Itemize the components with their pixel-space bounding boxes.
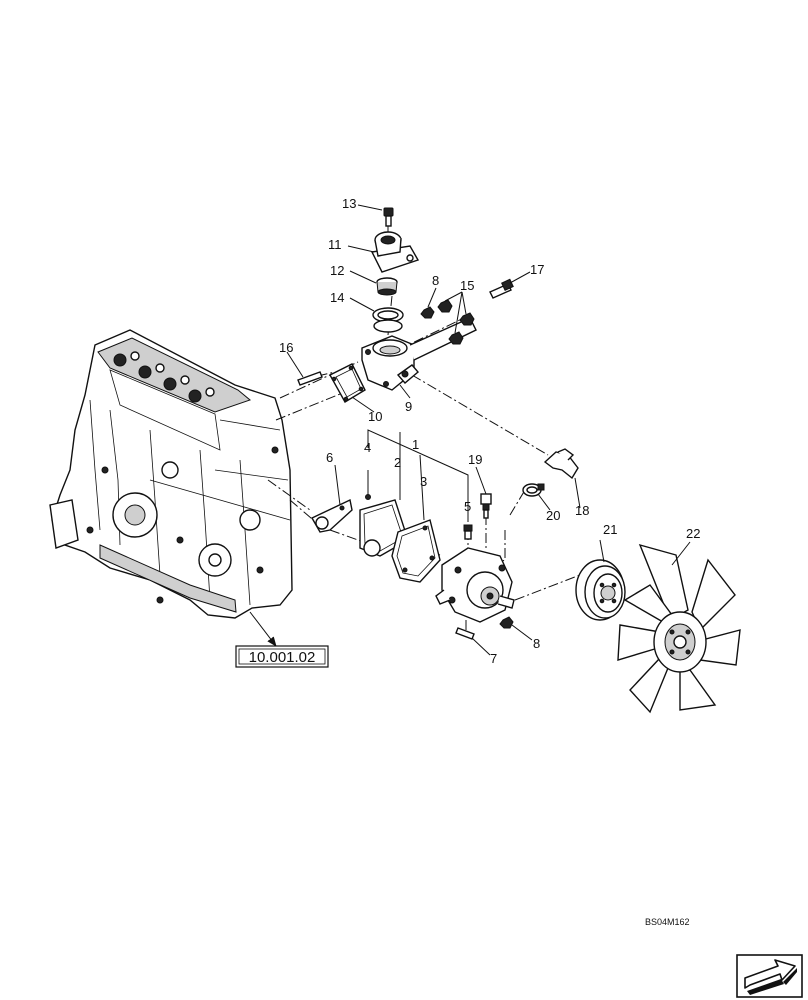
callout-13: 14 (330, 290, 344, 305)
reference-label: 10.001.02 (249, 649, 316, 666)
clamp-19 (522, 483, 545, 497)
stud-16 (297, 371, 323, 386)
callout-1: 1 (412, 437, 419, 452)
callout-8-top: 8 (432, 273, 439, 288)
engine-block (49, 329, 293, 619)
nut-8-bottom (499, 616, 514, 629)
gasket-10 (329, 363, 366, 403)
callout-9: 9 (405, 399, 412, 414)
callout-2: 2 (394, 455, 401, 470)
callout-16: 16 (279, 340, 293, 355)
callout-17: 17 (530, 262, 544, 277)
thermostat-cover-11 (370, 231, 420, 273)
callout-8-bottom: 8 (533, 636, 540, 651)
plate-6 (311, 498, 353, 533)
callout-19: 20 (546, 508, 560, 523)
fittings-15 (437, 299, 475, 345)
reference-box[interactable]: 10.001.02 (235, 645, 329, 668)
bolt-17 (489, 278, 514, 299)
callout-12: 12 (330, 263, 344, 278)
stud-7 (455, 627, 475, 640)
gasket-13 (372, 307, 404, 333)
callout-10: 10 (368, 409, 382, 424)
water-pump-group (311, 493, 515, 640)
callout-3: 3 (420, 474, 427, 489)
arrow-next-icon[interactable] (736, 954, 803, 998)
callout-5: 5 (464, 499, 471, 514)
callout-15: 15 (460, 278, 474, 293)
callout-21: 21 (603, 522, 617, 537)
callout-14: 13 (342, 196, 356, 211)
thermostat-12 (376, 277, 398, 296)
fan-22 (617, 543, 741, 714)
gasket-3 (391, 519, 441, 583)
callout-22: 22 (686, 526, 700, 541)
sensor-20 (480, 493, 492, 519)
thermostat-housing-9 (361, 317, 477, 391)
callout-7: 7 (490, 651, 497, 666)
callout-4: 4 (364, 440, 371, 455)
leader-lines (249, 204, 691, 656)
callout-labels: 13 11 12 14 8 15 17 16 10 9 1 4 2 6 3 19… (279, 196, 700, 666)
bolt-14 (383, 207, 394, 227)
drawing-code: BS04M162 (645, 917, 690, 927)
water-pump-1 (435, 547, 515, 623)
nut-8-top (420, 306, 435, 319)
callout-20: 19 (468, 452, 482, 467)
hose-18 (543, 448, 579, 480)
thermostat-stack (297, 207, 514, 403)
callout-18: 18 (575, 503, 589, 518)
pulley-21 (575, 559, 626, 621)
fitting-5 (463, 524, 473, 540)
callout-11: 11 (328, 237, 342, 252)
callout-6: 6 (326, 450, 333, 465)
